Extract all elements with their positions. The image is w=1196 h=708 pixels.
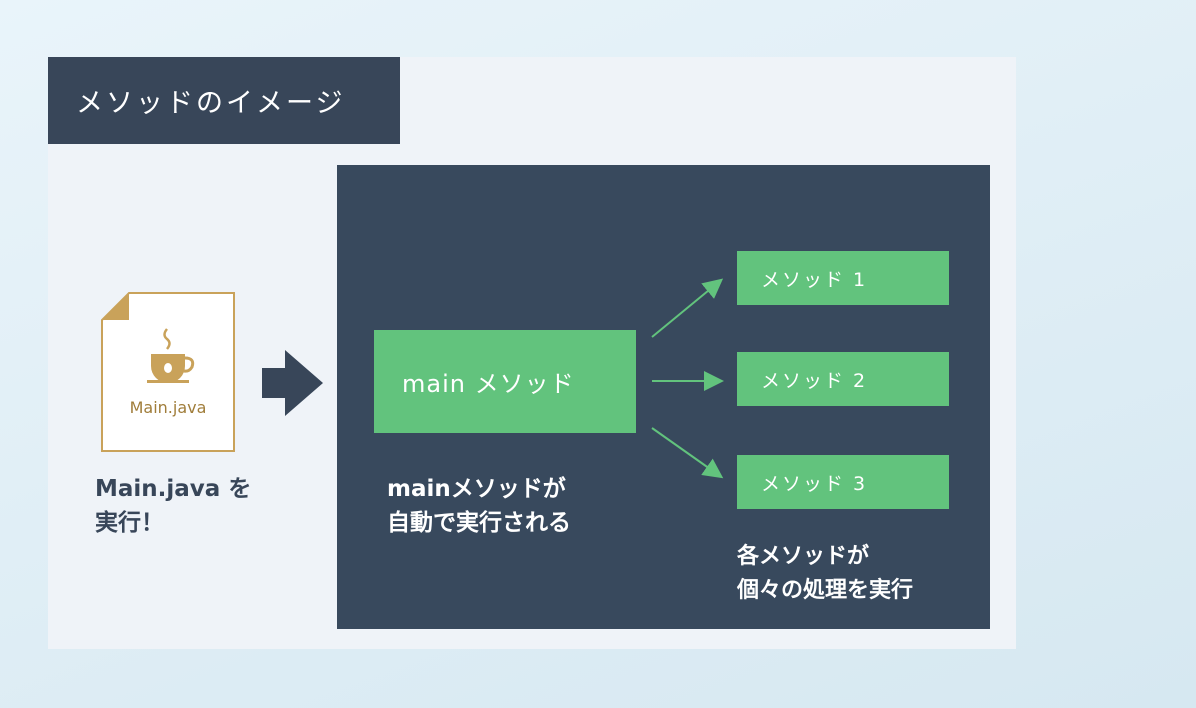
- methods-caption: 各メソッドが 個々の処理を実行: [737, 540, 977, 608]
- title-text: メソッドのイメージ: [76, 88, 346, 119]
- java-file: Main.java: [101, 292, 235, 452]
- main-method-label: main メソッド: [402, 370, 575, 398]
- method-2-box: メソッド 2: [737, 352, 949, 406]
- right-arrow-icon: [262, 350, 323, 416]
- main-method-box: main メソッド: [374, 330, 636, 433]
- method-3-box: メソッド 3: [737, 455, 949, 509]
- run-caption-line2: 実行！: [95, 510, 164, 536]
- arrow-to-method-3: [651, 427, 724, 479]
- methods-caption-line1: 各メソッドが: [737, 544, 870, 569]
- method-2-label: メソッド 2: [761, 369, 868, 392]
- arrow-to-method-1: [651, 278, 724, 338]
- diagram-title: メソッドのイメージ: [48, 57, 400, 144]
- file-icon: [101, 292, 235, 452]
- main-caption-line2: 自動で実行される: [387, 510, 571, 536]
- method-1-label: メソッド 1: [761, 268, 868, 291]
- main-method-caption: mainメソッドが 自動で実行される: [387, 472, 687, 540]
- method-1-box: メソッド 1: [737, 251, 949, 305]
- methods-caption-line2: 個々の処理を実行: [737, 578, 914, 603]
- file-name: Main.java: [129, 398, 207, 417]
- run-file-caption: Main.java を 実行！: [95, 472, 315, 540]
- run-caption-line1: Main.java を: [95, 476, 252, 502]
- main-caption-line1: mainメソッドが: [387, 476, 566, 502]
- method-3-label: メソッド 3: [761, 472, 868, 495]
- coffee-cup-icon: [147, 328, 195, 383]
